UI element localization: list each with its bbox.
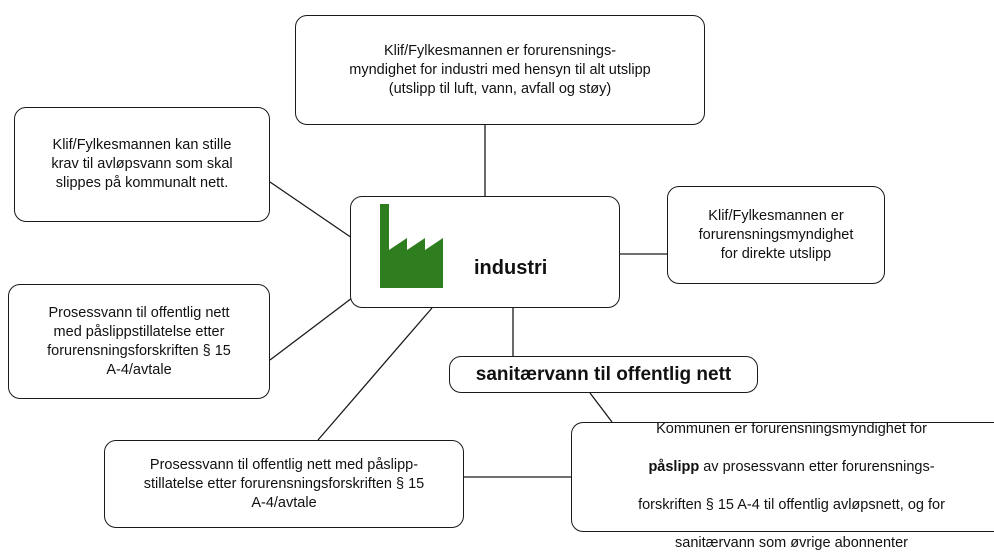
center-box: industri [350,196,620,308]
left-box-2: Prosessvann til offentlig nett med påsli… [8,284,270,399]
left-box-1: Klif/Fylkesmannen kan stille krav til av… [14,107,270,222]
sanitary-box: sanitærvann til offentlig nett [449,356,758,393]
bottom-right-line1: Kommunen er forurensningsmyndighet for [656,421,927,437]
bottom-right-text: Kommunen er forurensningsmyndighet for p… [638,401,945,553]
bottom-right-bold-word: påslipp [648,459,700,475]
bottom-right-line4: sanitærvann som øvrige abonnenter [675,535,908,551]
connector-left1 [269,181,353,239]
bottom-right-line3: forskriften § 15 A-4 til offentlig avløp… [638,497,945,513]
center-label: industri [474,257,548,279]
factory-icon [380,204,443,288]
connector-sanitary-to-right [589,392,613,423]
connector-left2 [269,297,353,361]
top-box: Klif/Fylkesmannen er forurensnings- mynd… [295,15,705,125]
bottom-right-box: Kommunen er forurensningsmyndighet for p… [571,421,994,551]
connector-lines [269,125,667,478]
bottom-right-line2: av prosessvann etter forurensnings- [699,459,935,475]
connector-bottom-left-diag [317,307,433,441]
bottom-left-box: Prosessvann til offentlig nett med påsli… [104,440,464,528]
right-box-1: Klif/Fylkesmannen er forurensningsmyndig… [667,186,885,284]
